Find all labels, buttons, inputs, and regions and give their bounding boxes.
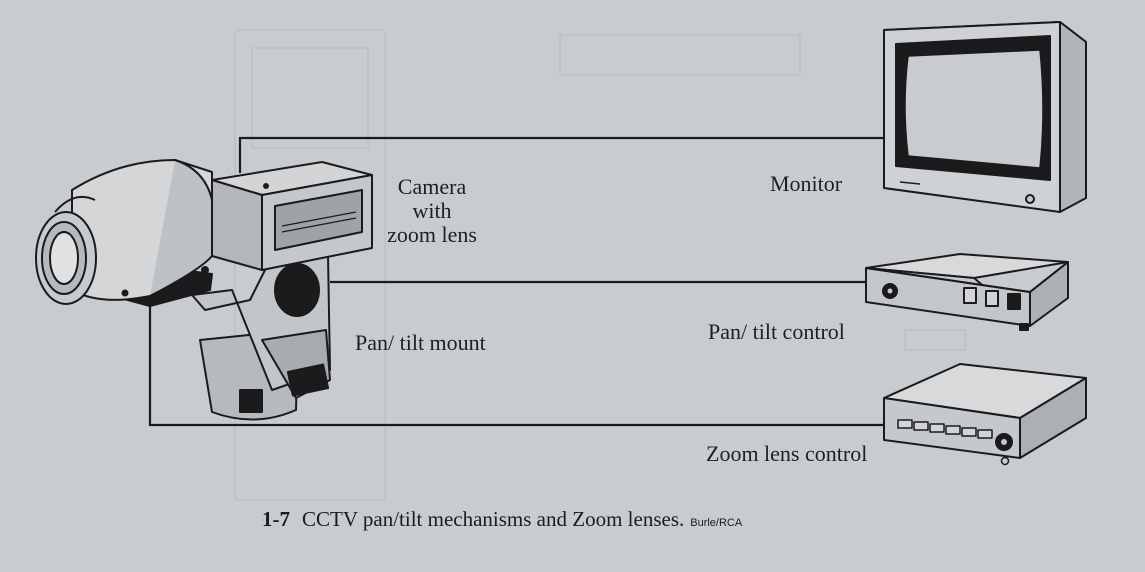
pan-tilt-control-unit <box>865 253 1069 331</box>
figure-caption: 1-7 CCTV pan/tilt mechanisms and Zoom len… <box>262 507 742 532</box>
ptc-body-side <box>1029 261 1069 327</box>
figure-credit: Burle/RCA <box>690 517 743 529</box>
bleed-through <box>234 29 966 501</box>
zlc-side <box>1019 377 1087 459</box>
figure-number: 1-7 <box>262 507 290 531</box>
camera-window <box>274 189 363 251</box>
label-camera: Camera with zoom lens <box>382 175 482 247</box>
label-camera-line1: Camera <box>397 174 467 199</box>
label-camera-line3: zoom lens <box>387 222 477 247</box>
zoom-lens-control-unit <box>883 363 1087 466</box>
monitor-knob <box>1025 194 1035 204</box>
connection-lines <box>148 136 888 427</box>
label-pan-tilt-mount: Pan/ tilt mount <box>355 330 486 355</box>
monitor-screen <box>904 49 1044 169</box>
monitor-cable <box>238 136 888 173</box>
camera-housing-side <box>211 179 263 271</box>
mount-base-square <box>239 389 263 413</box>
ptc-button-3 <box>1007 293 1021 310</box>
figure-caption-text: CCTV pan/tilt mechanisms and Zoom lenses… <box>302 507 685 531</box>
zlc-button-row <box>897 419 993 439</box>
ptc-button-1 <box>963 287 977 304</box>
label-pan-tilt-control: Pan/ tilt control <box>708 319 845 344</box>
label-camera-line2: with <box>412 198 452 223</box>
monitor-side <box>1059 21 1087 213</box>
monitor <box>883 21 1087 213</box>
lens-glass <box>49 231 79 285</box>
label-zoom-lens-control: Zoom lens control <box>706 441 868 466</box>
zoom-control-cable <box>148 305 884 427</box>
label-monitor: Monitor <box>770 171 843 196</box>
zlc-small-knob <box>1000 456 1010 466</box>
camera-with-zoom-lens <box>35 159 373 421</box>
mount-dark-panel <box>286 363 330 397</box>
tilt-pivot <box>274 263 320 317</box>
ptc-button-2 <box>985 290 999 307</box>
